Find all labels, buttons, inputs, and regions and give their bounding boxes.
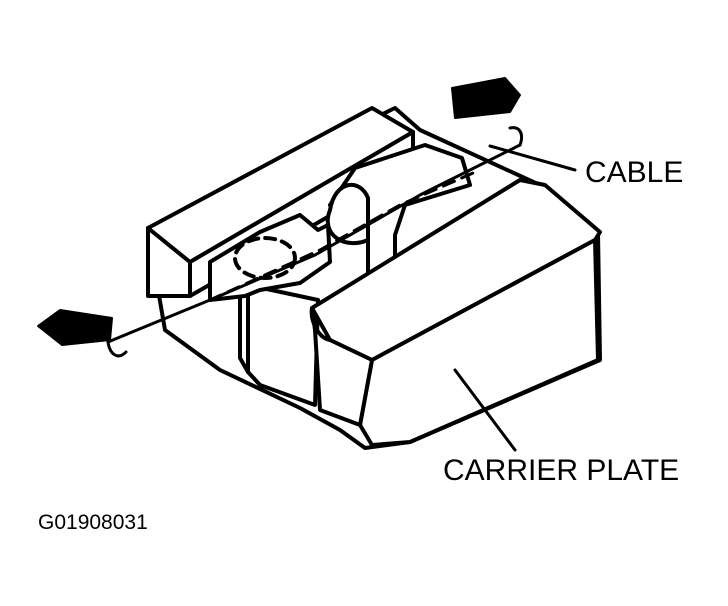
left-roller-housing xyxy=(208,213,332,302)
cable-hidden xyxy=(208,168,482,302)
arrow-left-icon xyxy=(37,309,113,346)
cable-end-left xyxy=(106,340,128,358)
cable-end-right xyxy=(508,126,524,147)
figure-id: G01908031 xyxy=(38,511,148,534)
leader-cable xyxy=(488,144,577,172)
arrow-right-icon xyxy=(451,77,521,119)
leader-carrier xyxy=(453,368,517,452)
cable-label: CABLE xyxy=(585,156,684,189)
cable-line xyxy=(106,143,522,344)
front-block-end xyxy=(309,306,374,427)
carrier-plate-label: CARRIER PLATE xyxy=(443,454,680,487)
